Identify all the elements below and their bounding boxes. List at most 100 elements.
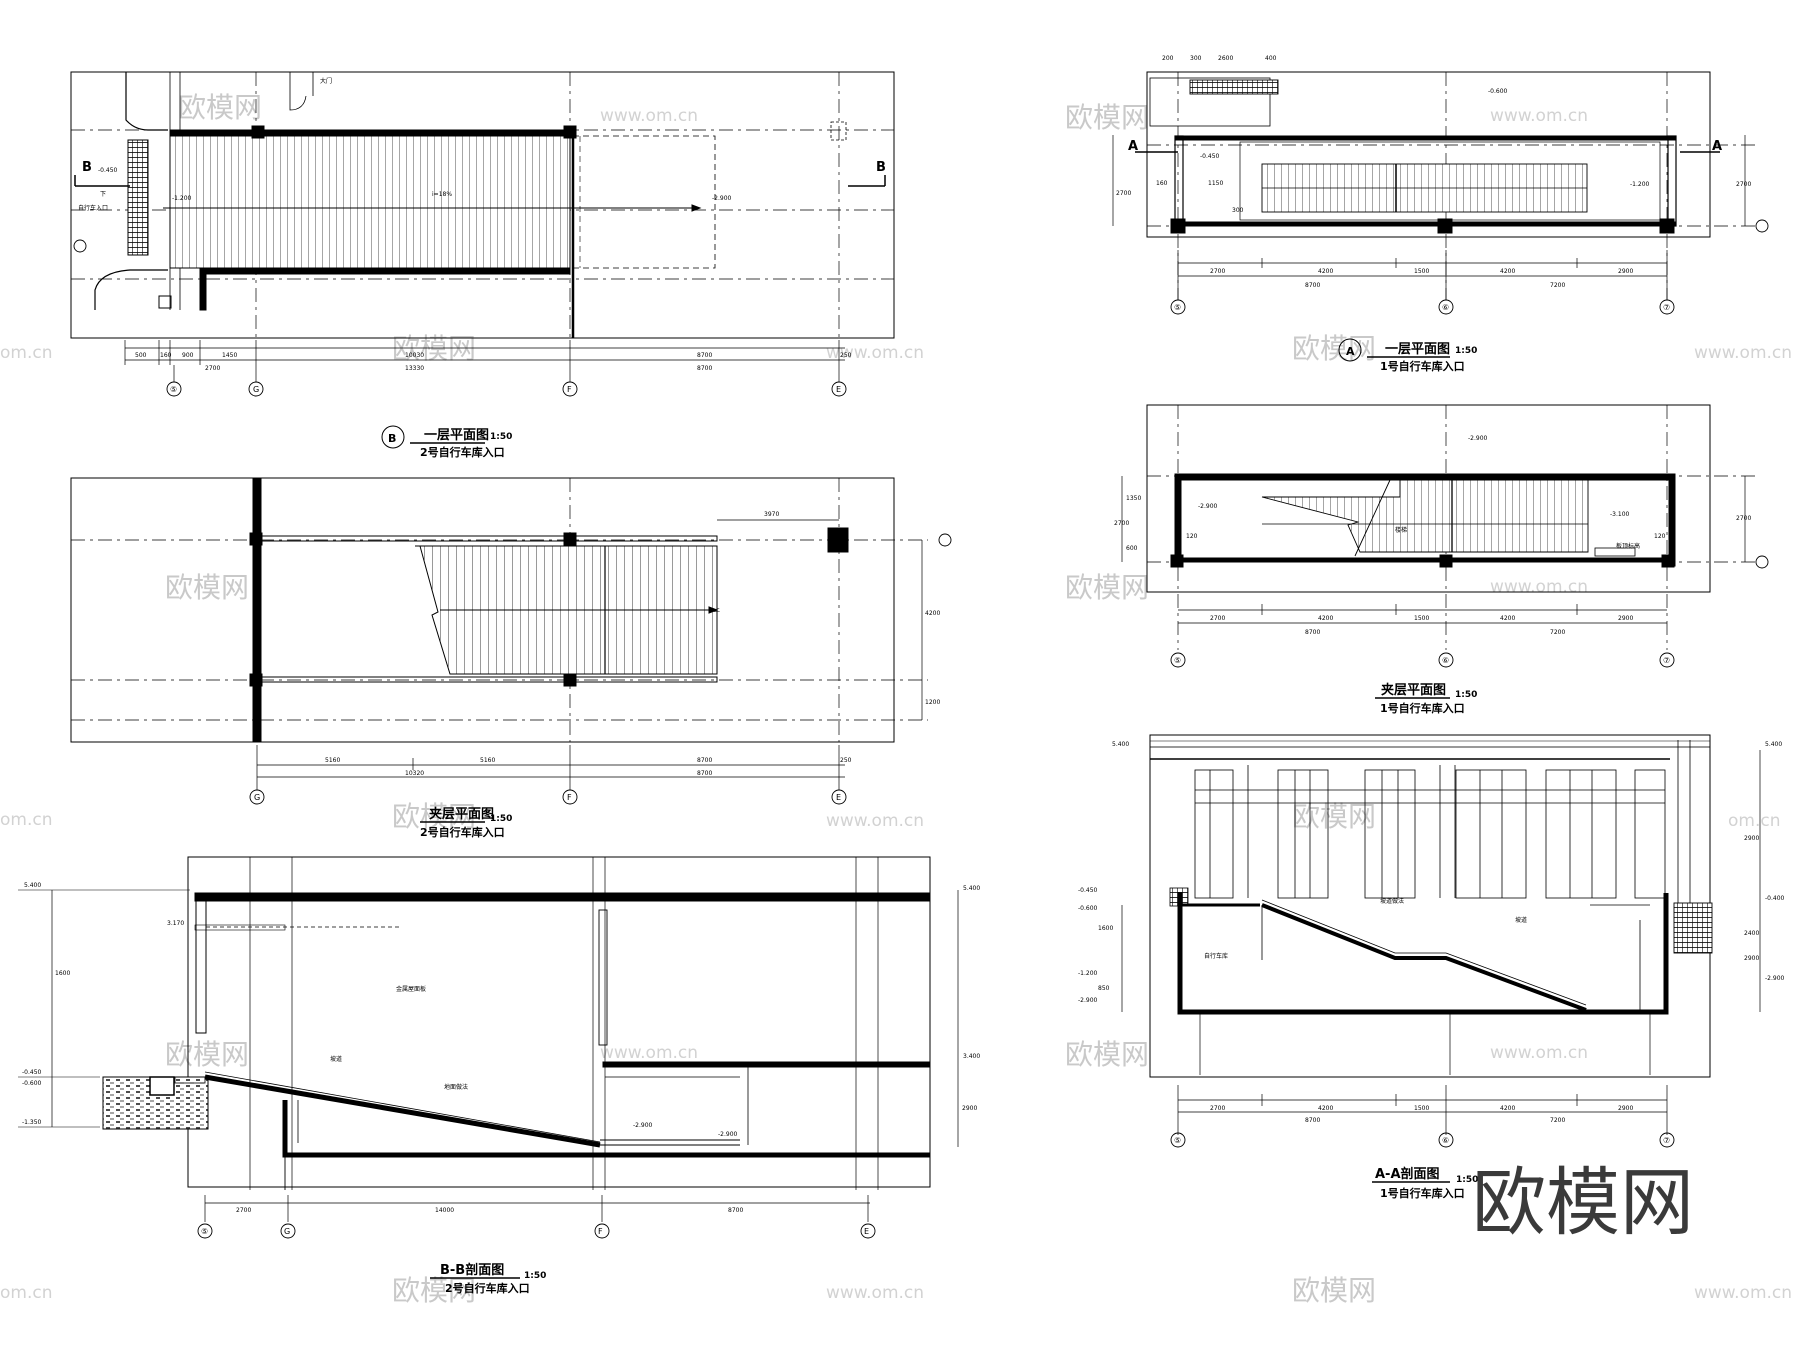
dim-label: 8700 [1305, 629, 1320, 636]
level-label: -1.200 [172, 195, 192, 202]
dim-label: 2700 [1114, 520, 1129, 527]
slab-label: 板顶标高 [1616, 542, 1640, 550]
dim-label: 120 [1654, 533, 1666, 540]
dim-label: 4200 [1318, 268, 1333, 275]
drawing-subtitle: 2号自行车库入口 [420, 825, 505, 839]
level-label: -1.350 [22, 1119, 42, 1126]
level-label: -0.600 [22, 1080, 42, 1087]
level-label: -2.900 [1765, 975, 1785, 982]
drawing-scale: 1:50 [490, 814, 512, 824]
dim-label: 2700 [1210, 1105, 1225, 1112]
watermark-logo: 欧模网 [1472, 1160, 1694, 1246]
drawing-title: 夹层平面图 [1381, 682, 1446, 698]
level-label: 3.400 [963, 1053, 980, 1060]
watermark-url: www.om.cn [1694, 1283, 1792, 1303]
dim-label: 4200 [925, 610, 940, 617]
dim-label: 2700 [1736, 515, 1751, 522]
watermark-url: www.om.cn [1490, 106, 1588, 126]
dim-label: 14000 [435, 1207, 454, 1214]
watermark-url: www.om.cn [600, 1043, 698, 1063]
watermark-url: www.om.cn [1490, 1043, 1588, 1063]
watermark-brand: 欧模网 [1065, 101, 1149, 134]
drawing-b-ground-plan-text: B B i=18% 下 自行车入口 大门 -0.450 -1.200 -2.90… [78, 77, 886, 459]
dim-label: 7200 [1550, 282, 1565, 289]
level-label: -2.900 [718, 1131, 738, 1138]
drawing-code: B [388, 432, 396, 445]
dim-label: 200 [1162, 55, 1174, 62]
axis-label: E [836, 385, 841, 394]
dim-label: 2900 [1744, 835, 1759, 842]
axis-label: ⑤ [1174, 303, 1181, 312]
dim-label: 1150 [1208, 180, 1223, 187]
drawing-b-mezzanine-plan [70, 477, 952, 823]
axis-label: F [598, 1227, 603, 1236]
level-label: -2.900 [712, 195, 732, 202]
watermark-brand: 欧模网 [1292, 332, 1376, 365]
dim-label: 300 [1232, 207, 1244, 214]
dim-label: 8700 [697, 757, 712, 764]
axis-label: ⑦ [1663, 656, 1670, 665]
level-label: -1.200 [1630, 181, 1650, 188]
level-label: -0.450 [22, 1069, 42, 1076]
drawing-title: B-B剖面图 [440, 1262, 504, 1278]
axis-label: E [836, 793, 841, 802]
drawing-scale: 1:50 [1455, 690, 1477, 700]
dim-label: 5160 [480, 757, 495, 764]
dim-label: 2700 [236, 1207, 251, 1214]
level-label: 5.400 [963, 885, 980, 892]
dim-label: 1200 [925, 699, 940, 706]
slope-label: i=18% [432, 191, 452, 198]
drawing-b-ground-plan [70, 71, 895, 449]
drawing-title: 一层平面图 [1385, 342, 1450, 357]
watermark-url: om.cn [0, 1283, 53, 1303]
dim-label: 2900 [1744, 955, 1759, 962]
drawing-a-mezzanine-plan [1121, 404, 1769, 699]
level-label: -2.900 [633, 1122, 653, 1129]
watermark-url: www.om.cn [826, 343, 924, 363]
note-label: 坡道做法 [1380, 897, 1404, 905]
drawing-a-mezzanine-plan-text: -2.900 -2.900 -3.100 楼梯 板顶标高 120 120 270… [1114, 435, 1751, 715]
drawing-a-ground-plan-text: 200 300 2600 400 A A -0.600 -0.450 -1.20… [1116, 55, 1751, 373]
dim-label: 5160 [325, 757, 340, 764]
dim-label: 4200 [1318, 615, 1333, 622]
dim-label: 2900 [1618, 615, 1633, 622]
dim-label: 8700 [697, 365, 712, 372]
watermark-brand: 欧模网 [1065, 571, 1149, 604]
drawing-a-ground-plan [1112, 71, 1769, 362]
level-label: 5.400 [1765, 741, 1782, 748]
watermark-url: www.om.cn [826, 1283, 924, 1303]
axis-label: ⑤ [170, 385, 177, 394]
level-label: -0.400 [1765, 895, 1785, 902]
axis-label: ⑥ [1442, 303, 1449, 312]
watermark-url: www.om.cn [1694, 343, 1792, 363]
entry-label: 自行车入口 [78, 204, 108, 212]
dim-label: 900 [182, 352, 194, 359]
watermark-brand: 欧模网 [1065, 1038, 1149, 1071]
drawing-scale: 1:50 [1455, 346, 1477, 356]
level-label: -2.900 [1078, 997, 1098, 1004]
dim-label: 1450 [222, 352, 237, 359]
axis-label: G [284, 1227, 290, 1236]
watermark-url: om.cn [1728, 811, 1781, 831]
axis-label: E [864, 1227, 869, 1236]
drawing-b-section-text: 5.400 3.170 -0.450 -0.600 -1.350 -2.900 … [22, 882, 980, 1295]
door-label: 大门 [320, 77, 332, 85]
dim-label: 160 [1156, 180, 1168, 187]
drawing-scale: 1:50 [490, 432, 512, 442]
dim-label: 7200 [1550, 629, 1565, 636]
watermark-brand: 欧模网 [178, 91, 262, 124]
dim-label: 4200 [1500, 1105, 1515, 1112]
level-label: 3.170 [167, 920, 184, 927]
dim-label: 2700 [205, 365, 220, 372]
dim-label: 10030 [405, 352, 424, 359]
dim-label: 400 [1265, 55, 1277, 62]
level-label: -1.200 [1078, 970, 1098, 977]
level-label: -2.900 [1198, 503, 1218, 510]
dim-label: 2700 [1210, 615, 1225, 622]
watermark-url: www.om.cn [826, 811, 924, 831]
level-label: -0.600 [1488, 88, 1508, 95]
axis-label: ⑤ [201, 1227, 208, 1236]
drawing-subtitle: 1号自行车库入口 [1380, 359, 1465, 373]
dim-label: 600 [1126, 545, 1138, 552]
dim-label: 2400 [1744, 930, 1759, 937]
